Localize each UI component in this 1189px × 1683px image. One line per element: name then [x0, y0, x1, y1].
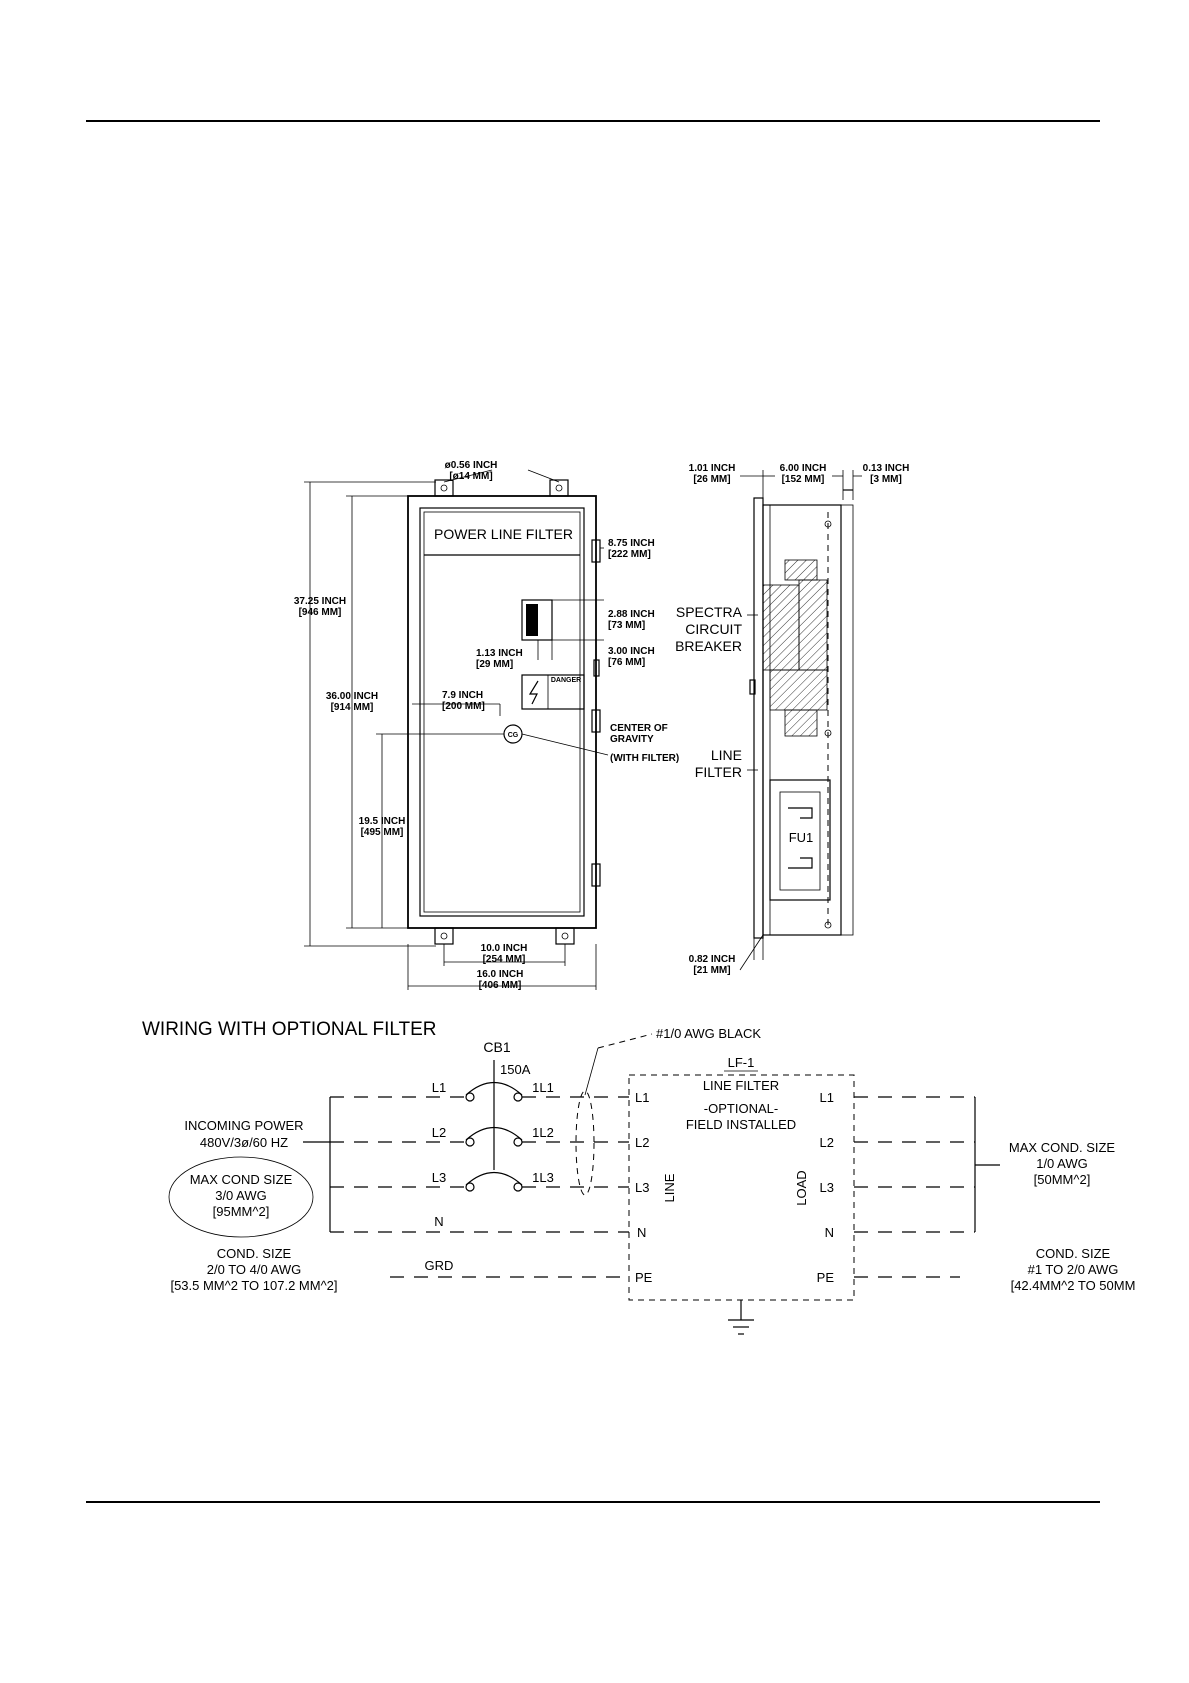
filter-line-terminal-l1: L1	[635, 1090, 649, 1105]
height-body-inch: 36.00 INCH	[326, 691, 378, 702]
max-cond-out-line2: 1/0 AWG	[1036, 1156, 1088, 1171]
filter-load-terminal-n: N	[825, 1225, 834, 1240]
dim-288-mm: [73 MM]	[608, 620, 645, 631]
input-terminal-l1: L1	[432, 1080, 446, 1095]
max-cond-in-line1: MAX COND SIZE	[190, 1172, 293, 1187]
max-cond-out-line1: MAX COND. SIZE	[1009, 1140, 1116, 1155]
dim-300-mm: [76 MM]	[608, 657, 645, 668]
dim-600-inch: 6.00 INCH	[780, 463, 827, 474]
input-terminal-l3: L3	[432, 1170, 446, 1185]
filter-name: LINE FILTER	[703, 1078, 779, 1093]
cable-note: #1/0 AWG BLACK	[656, 1026, 761, 1041]
dim-160-inch: 16.0 INCH	[477, 969, 524, 980]
dim-100-mm: [254 MM]	[483, 954, 526, 965]
top-rule	[86, 120, 1100, 122]
height-overall-inch: 37.25 INCH	[294, 596, 346, 607]
breaker-label-line2: CIRCUIT	[685, 621, 742, 637]
danger-label: DANGER	[551, 677, 581, 684]
breaker-output-1l2: 1L2	[532, 1125, 554, 1140]
cond-size-ground-line2: 2/0 TO 4/0 AWG	[207, 1262, 301, 1277]
dim-875-mm: [222 MM]	[608, 549, 651, 560]
dim-082-mm: [21 MM]	[693, 965, 730, 976]
cond-size-pe-line2: #1 TO 2/0 AWG	[1028, 1262, 1119, 1277]
line-side-label: LINE	[662, 1173, 677, 1202]
hole-dim-inch: ø0.56 INCH	[445, 460, 498, 471]
bottom-rule	[86, 1501, 1100, 1503]
dim-013-inch: 0.13 INCH	[863, 463, 910, 474]
filter-line-terminal-n: N	[637, 1225, 646, 1240]
cond-size-pe-line1: COND. SIZE	[1036, 1246, 1111, 1261]
incoming-power-line1: INCOMING POWER	[184, 1118, 303, 1133]
filter-label-line1: LINE	[711, 747, 742, 763]
breaker-label-line3: BREAKER	[675, 638, 742, 654]
filter-load-terminal-l1: L1	[820, 1090, 834, 1105]
input-terminal-l2: L2	[432, 1125, 446, 1140]
dim-082-inch: 0.82 INCH	[689, 954, 736, 965]
dim-013-mm: [3 MM]	[870, 474, 902, 485]
neutral-label: N	[434, 1214, 443, 1229]
filter-note-line1: -OPTIONAL-	[704, 1101, 778, 1116]
side-view: 1.01 INCH [26 MM] 6.00 INCH [152 MM] 0.1…	[675, 463, 909, 976]
front-view: ø0.56 INCH [ø14 MM] POWER LINE FILTER 37…	[294, 460, 679, 991]
center-of-gravity-line2: GRAVITY	[610, 734, 654, 745]
filter-line-terminal-l3: L3	[635, 1180, 649, 1195]
hole-dim-mm: [ø14 MM]	[449, 471, 492, 482]
breaker-rating: 150A	[500, 1062, 531, 1077]
wiring-title: WIRING WITH OPTIONAL FILTER	[142, 1019, 437, 1040]
cond-size-ground-line1: COND. SIZE	[217, 1246, 292, 1261]
center-of-gravity-line3: (WITH FILTER)	[610, 753, 679, 764]
filter-label-line2: FILTER	[695, 764, 742, 780]
dim-79-inch: 7.9 INCH	[442, 690, 483, 701]
dim-195-inch: 19.5 INCH	[359, 816, 406, 827]
dim-113-mm: [29 MM]	[476, 659, 513, 670]
dim-101-inch: 1.01 INCH	[689, 463, 736, 474]
dim-300-inch: 3.00 INCH	[608, 646, 655, 657]
ground-label: GRD	[425, 1258, 454, 1273]
filter-line-terminal-pe: PE	[635, 1270, 653, 1285]
dim-600-mm: [152 MM]	[782, 474, 825, 485]
panel-label: POWER LINE FILTER	[434, 526, 573, 542]
breaker-output-1l1: 1L1	[532, 1080, 554, 1095]
cg-symbol: CG	[508, 732, 519, 739]
max-cond-in-line2: 3/0 AWG	[215, 1188, 267, 1203]
dim-288-inch: 2.88 INCH	[608, 609, 655, 620]
cond-size-pe-line3: [42.4MM^2 TO 50MM	[1011, 1278, 1136, 1293]
dim-100-inch: 10.0 INCH	[481, 943, 528, 954]
dim-113-inch: 1.13 INCH	[476, 648, 523, 659]
height-overall-mm: [946 MM]	[299, 607, 342, 618]
breaker-label-line1: SPECTRA	[676, 604, 743, 620]
filter-note-line2: FIELD INSTALLED	[686, 1117, 796, 1132]
filter-id: LF-1	[728, 1055, 755, 1070]
breaker-output-1l3: 1L3	[532, 1170, 554, 1185]
dim-195-mm: [495 MM]	[361, 827, 404, 838]
max-cond-in-line3: [95MM^2]	[213, 1204, 270, 1219]
filter-line-terminal-l2: L2	[635, 1135, 649, 1150]
max-cond-out-line3: [50MM^2]	[1034, 1172, 1091, 1187]
wiring-diagram: WIRING WITH OPTIONAL FILTER #1/0 AWG BLA…	[142, 1019, 1136, 1335]
filter-load-terminal-l3: L3	[820, 1180, 834, 1195]
dim-875-inch: 8.75 INCH	[608, 538, 655, 549]
load-side-label: LOAD	[794, 1170, 809, 1205]
filter-load-terminal-pe: PE	[817, 1270, 835, 1285]
filter-load-terminal-l2: L2	[820, 1135, 834, 1150]
dim-79-mm: [200 MM]	[442, 701, 485, 712]
breaker-id: CB1	[483, 1039, 510, 1055]
cond-size-ground-line3: [53.5 MM^2 TO 107.2 MM^2]	[170, 1278, 337, 1293]
dim-101-mm: [26 MM]	[693, 474, 730, 485]
height-body-mm: [914 MM]	[331, 702, 374, 713]
dim-160-mm: [406 MM]	[479, 980, 522, 991]
incoming-power-line2: 480V/3ø/60 HZ	[200, 1135, 288, 1150]
center-of-gravity-line1: CENTER OF	[610, 723, 668, 734]
fuse-label: FU1	[789, 830, 814, 845]
